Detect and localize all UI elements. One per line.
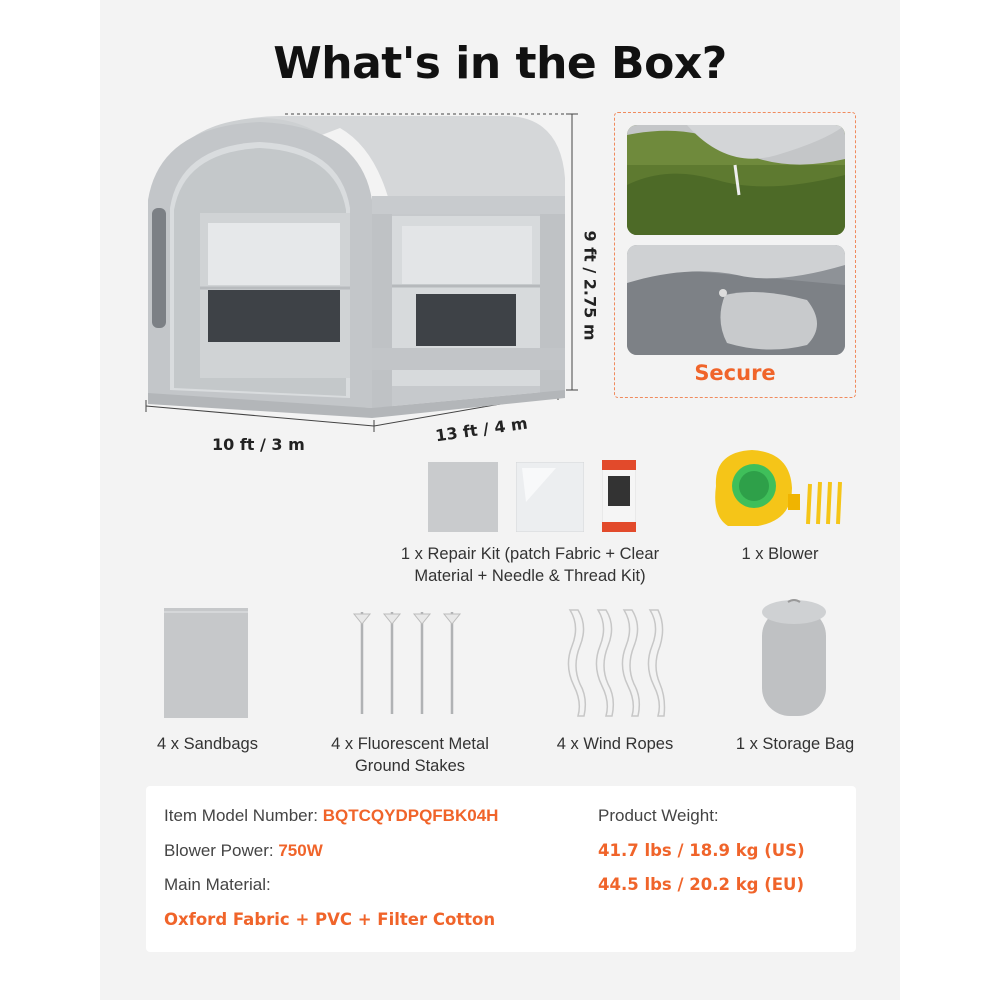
stakes-label-line1: 4 x Fluorescent Metal: [331, 735, 489, 753]
width-dimension: 10 ft / 3 m: [212, 435, 305, 454]
weight-eu-value: 44.5 lbs / 20.2 kg (EU): [598, 875, 804, 894]
model-number-label: Item Model Number:: [164, 806, 318, 825]
wind-ropes-image: [567, 609, 666, 717]
blower-label: 1 x Blower: [741, 545, 819, 563]
main-material-value: Oxford Fabric + PVC + Filter Cotton: [164, 910, 496, 929]
blower-power-label: Blower Power:: [164, 841, 274, 860]
needle-thread-kit-image: [602, 460, 636, 532]
clear-material-image: [516, 462, 584, 532]
blower-image: [715, 450, 842, 526]
model-number-value: BQTCQYDPQFBK04H: [322, 806, 499, 825]
weight-us-value: 41.7 lbs / 18.9 kg (US): [598, 841, 805, 860]
stakes-label-line2: Ground Stakes: [354, 757, 466, 775]
blower-power-row: Blower Power: 750W: [164, 841, 323, 861]
secure-panel: Secure: [614, 112, 856, 398]
storage-bag-label: 1 x Storage Bag: [735, 735, 855, 753]
sandbag-image: [164, 608, 248, 718]
product-weight-label: Product Weight:: [598, 806, 719, 825]
model-number-row: Item Model Number: BQTCQYDPQFBK04H: [164, 806, 498, 826]
sandbags-label: 4 x Sandbags: [157, 735, 258, 753]
ground-stakes-image: [352, 612, 462, 714]
tent-image: [145, 113, 578, 432]
blower-power-value: 750W: [278, 841, 323, 860]
storage-bag-image: [762, 599, 826, 716]
height-dimension: 9 ft / 2.75 m: [580, 230, 600, 341]
wind-ropes-label: 4 x Wind Ropes: [556, 735, 674, 753]
spec-card: Item Model Number: BQTCQYDPQFBK04H Blowe…: [146, 786, 856, 952]
page-title: What's in the Box?: [273, 38, 727, 89]
repair-kit-label-line1: 1 x Repair Kit (patch Fabric + Clear: [400, 545, 660, 563]
sandbag-on-floor-photo: [627, 245, 845, 355]
patch-fabric-image: [428, 462, 498, 532]
stake-in-grass-photo: [627, 125, 845, 235]
repair-kit-label-line2: Material + Needle & Thread Kit): [414, 567, 646, 585]
secure-label: Secure: [694, 361, 776, 385]
main-material-label: Main Material:: [164, 875, 271, 894]
